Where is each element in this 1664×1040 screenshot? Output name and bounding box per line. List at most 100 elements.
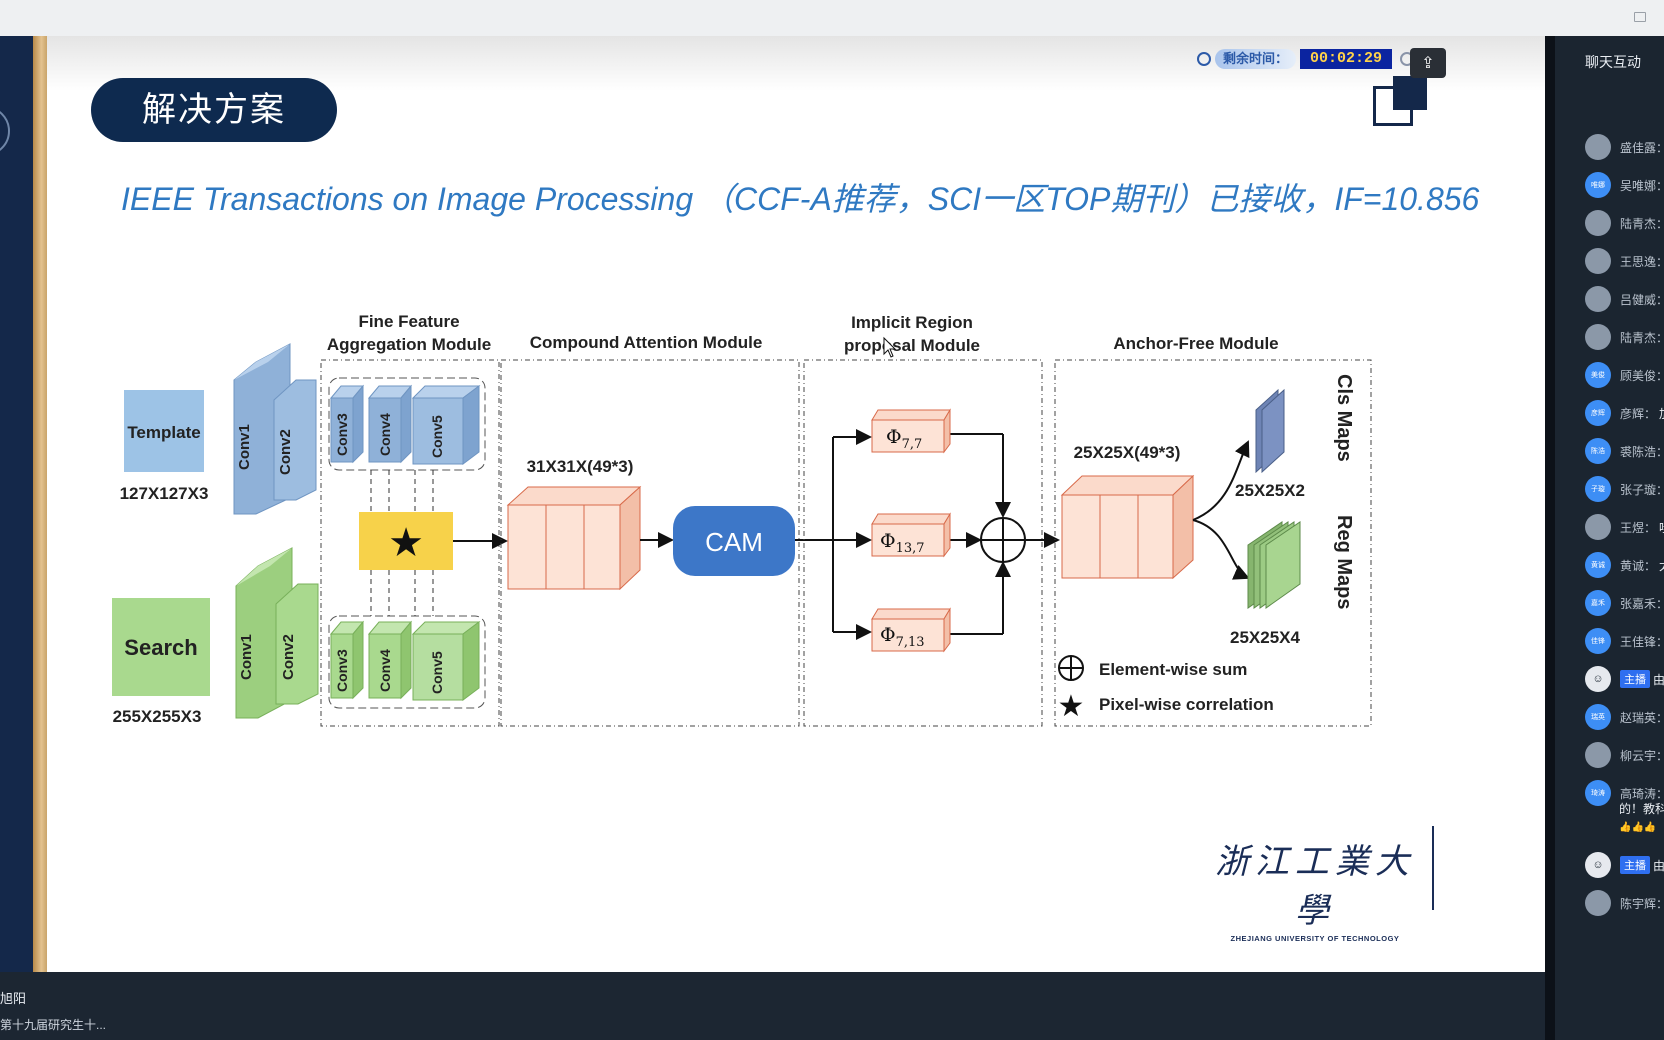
chat-header: 聊天互动: [1585, 54, 1641, 70]
feature-cube-2: [1060, 474, 1195, 580]
chat-message: 王煜：哇A: [1585, 514, 1664, 540]
chat-username[interactable]: 高琦涛：: [1620, 786, 1664, 801]
square-filled: [1393, 76, 1427, 110]
template-conv5-label: Conv5: [429, 415, 445, 458]
template-conv3-cube: [329, 384, 365, 464]
chat-username[interactable]: 王思逸：: [1620, 254, 1664, 269]
chat-avatar[interactable]: ☺: [1585, 666, 1611, 692]
share-button[interactable]: ⇪: [1410, 48, 1446, 78]
reg-maps-label: Reg Maps: [1333, 515, 1355, 609]
arrow-to-cls: [1192, 440, 1250, 521]
cls-maps-label: Cls Maps: [1333, 374, 1355, 462]
cls-size: 25X25X2: [1235, 481, 1305, 500]
afm-title: Anchor-Free Module: [1113, 334, 1278, 353]
chat-avatar[interactable]: 唯娜: [1585, 172, 1611, 198]
arrow-to-reg: [1192, 519, 1250, 580]
search-conv4-label: Conv4: [377, 649, 393, 692]
clock-icon: [1197, 52, 1211, 66]
host-badge: 主播: [1620, 670, 1650, 688]
ffam-title-1: Fine Feature: [358, 312, 459, 331]
chat-username[interactable]: 彦辉：: [1620, 406, 1657, 421]
left-edge-panel: [0, 36, 33, 972]
chat-username[interactable]: 赵瑞英：: [1620, 710, 1664, 725]
search-conv2-label: Conv2: [280, 634, 297, 680]
logo-english: ZHEJIANG UNIVERSITY OF TECHNOLOGY: [1230, 934, 1400, 943]
template-conv2-label: Conv2: [277, 429, 294, 475]
chat-avatar[interactable]: 琦涛: [1585, 780, 1611, 806]
chat-username[interactable]: 裘陈浩：: [1620, 444, 1664, 459]
template-conv1-label: Conv1: [236, 424, 253, 470]
search-size: 255X255X3: [113, 707, 202, 726]
chat-username[interactable]: 陆青杰：: [1620, 216, 1664, 231]
search-conv3-cube: [329, 620, 365, 700]
chat-message: 柳云宇：王: [1585, 742, 1664, 768]
chat-text: 太强: [1659, 557, 1664, 574]
search-conv5-cube: [411, 621, 481, 701]
chat-username[interactable]: 盛佳露：: [1620, 140, 1664, 155]
decorative-squares: [1373, 76, 1435, 138]
chat-message: 王思逸：n: [1585, 248, 1664, 274]
feature-size-2: 25X25X(49*3): [1074, 443, 1181, 462]
chat-avatar[interactable]: 子璇: [1585, 476, 1611, 502]
search-conv5-label: Conv5: [429, 651, 445, 694]
chat-avatar[interactable]: [1585, 324, 1611, 350]
ffam-template-group: [328, 377, 486, 471]
chat-avatar[interactable]: 佳锋: [1585, 628, 1611, 654]
chat-avatar[interactable]: [1585, 248, 1611, 274]
chat-username[interactable]: 张子璇：: [1620, 482, 1664, 497]
chat-message: 陆青杰：n: [1585, 210, 1664, 236]
template-conv4-cube: [367, 384, 413, 464]
chat-avatar[interactable]: 瑞英: [1585, 704, 1611, 730]
irpm-frame: [803, 359, 1043, 727]
correlation-box: [359, 512, 453, 570]
chat-avatar[interactable]: [1585, 210, 1611, 236]
search-conv1-label: Conv1: [238, 634, 255, 680]
chat-username[interactable]: 王佳锋：: [1620, 634, 1664, 649]
decorative-arc: [0, 106, 10, 156]
phi-3-label: Φ7,13: [880, 624, 925, 650]
chat-avatar[interactable]: ☺: [1585, 852, 1611, 878]
chat-avatar[interactable]: 美俊: [1585, 362, 1611, 388]
slide-title: 解决方案: [91, 78, 337, 142]
chat-username[interactable]: 顾美俊：: [1620, 368, 1664, 383]
chat-message: 陆青杰：n: [1585, 324, 1664, 350]
restore-window-icon[interactable]: [1634, 12, 1646, 22]
host-badge: 主播: [1620, 856, 1650, 874]
afm-frame: [1054, 359, 1372, 727]
chat-username[interactable]: 吕健威：: [1620, 292, 1664, 307]
chat-username[interactable]: 吴唯娜：: [1620, 178, 1664, 193]
irpm-title-2: proposal Module: [844, 336, 980, 355]
chat-username[interactable]: 柳云宇：: [1620, 748, 1664, 763]
ffam-search-group: [328, 615, 486, 709]
mouse-cursor: [883, 336, 897, 358]
chat-avatar[interactable]: 陈浩: [1585, 438, 1611, 464]
bottom-info-bar: 旭阳 第十九届研究生十...: [0, 972, 1545, 1040]
chat-avatar[interactable]: [1585, 514, 1611, 540]
chat-username[interactable]: 黄诚：: [1620, 558, 1657, 573]
ffam-title-2: Aggregation Module: [327, 335, 491, 354]
phi-block-1: [871, 408, 951, 454]
phi-2-label: Φ13,7: [880, 530, 925, 556]
chat-avatar[interactable]: [1585, 742, 1611, 768]
chat-username[interactable]: 陈宇辉：: [1620, 896, 1664, 911]
chat-avatar[interactable]: [1585, 134, 1611, 160]
template-conv5-cube: [411, 385, 481, 465]
chat-avatar[interactable]: 嘉禾: [1585, 590, 1611, 616]
chat-avatar[interactable]: [1585, 286, 1611, 312]
cam-label: CAM: [705, 527, 763, 557]
feature-size-1: 31X31X(49*3): [527, 457, 634, 476]
chat-avatar[interactable]: 黄诚: [1585, 552, 1611, 578]
chat-username[interactable]: 陆青杰：: [1620, 330, 1664, 345]
cls-maps-stack: [1255, 388, 1285, 474]
legend-star-icon: ★: [1058, 690, 1085, 723]
chat-username[interactable]: 张嘉禾：: [1620, 596, 1664, 611]
chat-avatar[interactable]: 彦辉: [1585, 400, 1611, 426]
chat-avatar[interactable]: [1585, 890, 1611, 916]
slide-gold-border: [33, 36, 47, 972]
chat-username[interactable]: 王煜：: [1620, 520, 1657, 535]
chat-text: 由: [1653, 858, 1664, 873]
